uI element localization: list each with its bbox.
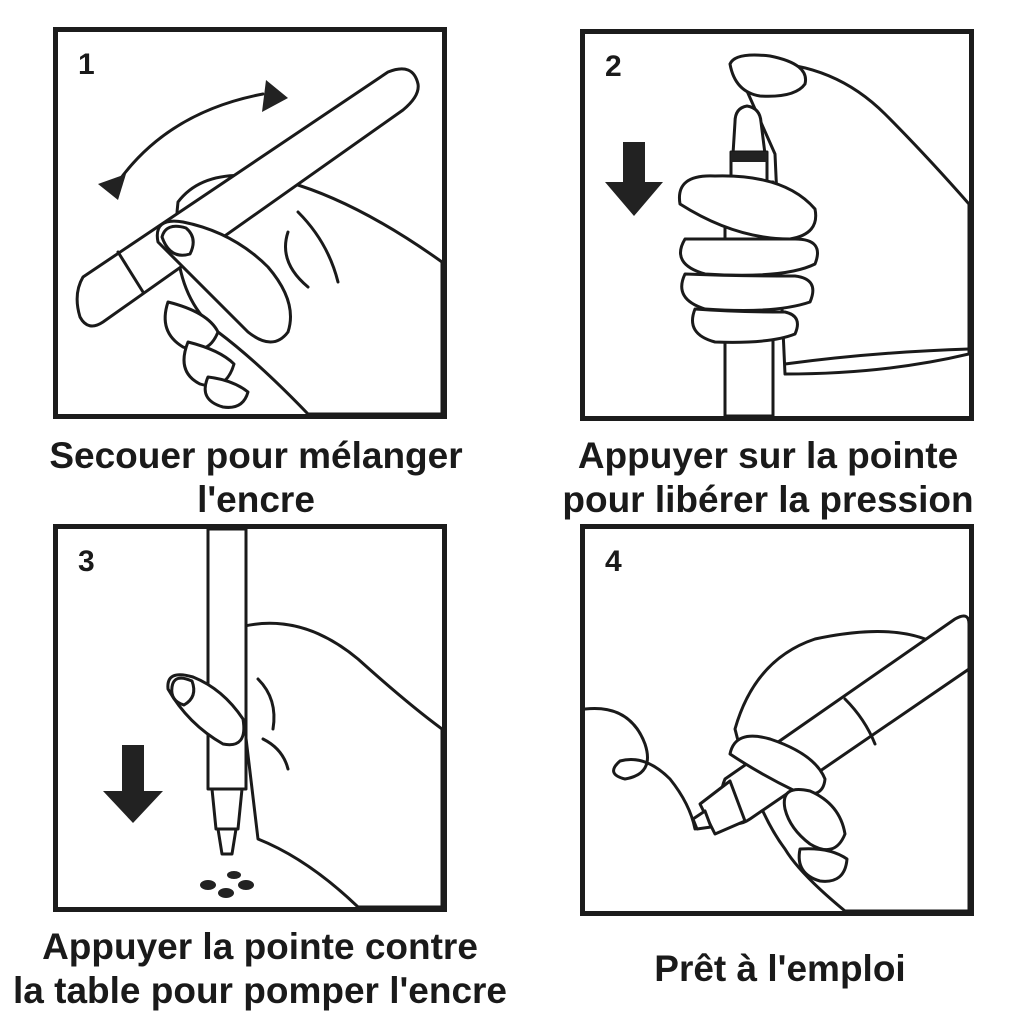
step-4-caption: Prêt à l'emploi bbox=[512, 947, 1024, 991]
step-2-panel: 2 bbox=[580, 29, 974, 421]
caption-line: pour libérer la pression bbox=[562, 479, 974, 520]
step-number: 2 bbox=[605, 50, 622, 83]
written-scribble bbox=[585, 706, 697, 831]
thumb bbox=[728, 53, 808, 98]
finger-2 bbox=[679, 237, 819, 277]
step-number: 3 bbox=[78, 545, 95, 578]
marker-body bbox=[75, 67, 420, 328]
finger-3 bbox=[203, 375, 250, 409]
knuckle-line bbox=[296, 210, 340, 284]
marker-body bbox=[206, 529, 248, 856]
step-4-panel: 4 bbox=[580, 524, 974, 916]
step-number: 1 bbox=[78, 48, 95, 81]
thumb-nail bbox=[170, 676, 196, 707]
finger-4 bbox=[691, 307, 799, 344]
ink-drops bbox=[200, 871, 254, 898]
arrow-head-left bbox=[98, 174, 126, 200]
step-3-caption: Appuyer la pointe contre la table pour p… bbox=[0, 925, 520, 1013]
knuckle-line bbox=[284, 230, 310, 289]
step-2-caption: Appuyer sur la pointe pour libérer la pr… bbox=[512, 434, 1024, 522]
down-arrow bbox=[103, 745, 163, 823]
step-3-panel: 3 bbox=[53, 524, 447, 912]
knuckle-line bbox=[261, 737, 290, 771]
step-number: 4 bbox=[605, 545, 622, 578]
step-1-caption: Secouer pour mélanger l'encre bbox=[0, 434, 512, 522]
thumb-pressing-marker-tip-illustration bbox=[605, 53, 969, 416]
caption-line: la table pour pomper l'encre bbox=[12, 970, 508, 1011]
marker-tip-pressed-on-table-illustration bbox=[103, 529, 442, 907]
knuckle-line bbox=[256, 677, 276, 731]
step-1-panel: 1 bbox=[53, 27, 447, 419]
finger-3 bbox=[680, 272, 815, 312]
knuckle-line bbox=[843, 697, 877, 746]
index-finger bbox=[728, 734, 827, 796]
down-arrow bbox=[605, 142, 663, 216]
caption-line: Prêt à l'emploi bbox=[654, 948, 906, 989]
caption-line: Appuyer sur la pointe bbox=[577, 435, 959, 476]
shake-arrow-curve bbox=[116, 92, 265, 184]
hand-writing-with-marker-illustration bbox=[585, 614, 969, 911]
caption-line: l'encre bbox=[197, 479, 315, 520]
hand-shaking-marker-illustration bbox=[75, 67, 442, 414]
caption-line: Secouer pour mélanger bbox=[49, 435, 463, 476]
hand-back bbox=[231, 621, 442, 907]
finger-1 bbox=[677, 174, 818, 241]
arrow-head-right bbox=[262, 80, 288, 112]
finger-2 bbox=[797, 847, 849, 883]
palm-line bbox=[783, 347, 969, 366]
thumb bbox=[782, 788, 847, 852]
thumb-nail bbox=[160, 224, 195, 257]
caption-line: Appuyer la pointe contre bbox=[42, 926, 478, 967]
